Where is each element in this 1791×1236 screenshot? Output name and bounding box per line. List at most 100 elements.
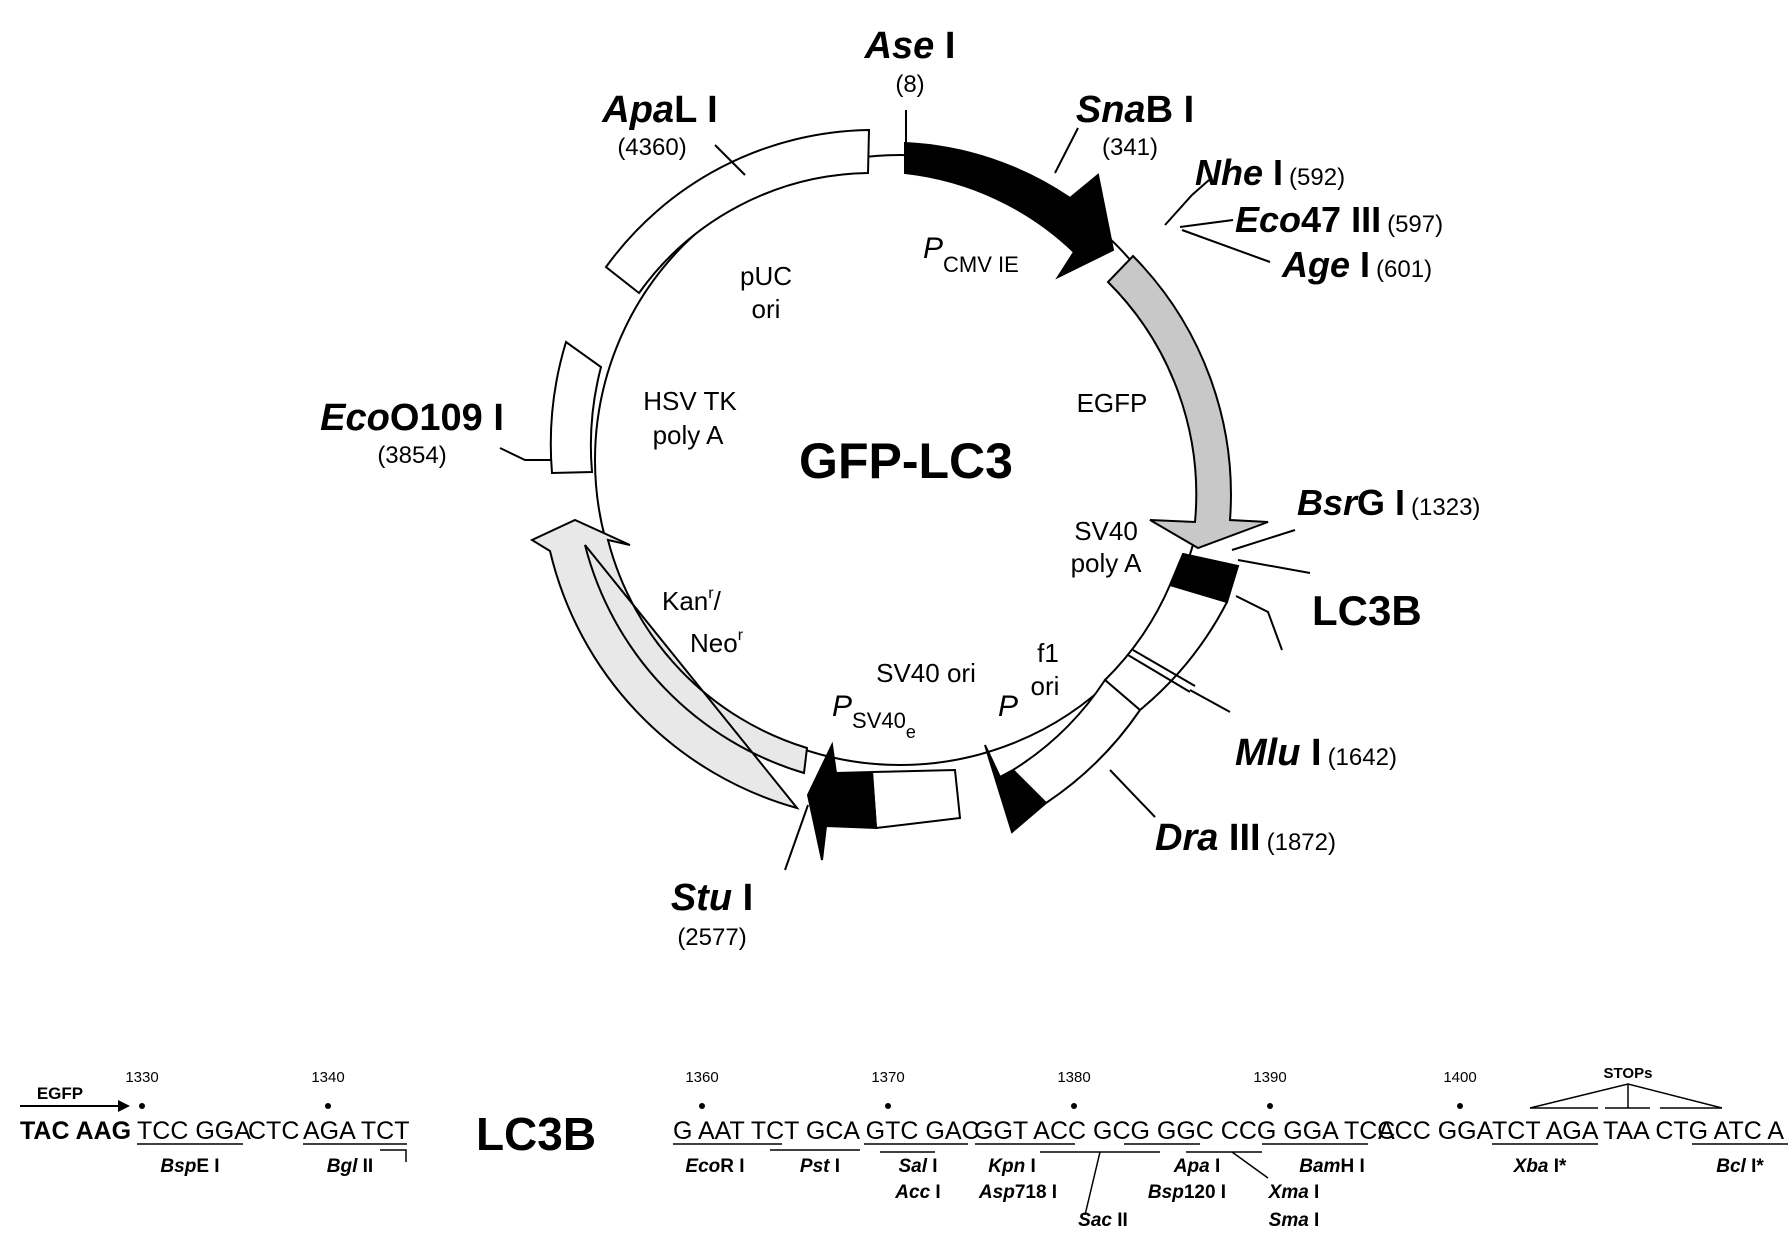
hsv-tk-polya-segment	[549, 340, 603, 475]
enz-sac: Sac II	[1078, 1210, 1128, 1231]
enz-bspe: BspE I	[160, 1156, 219, 1177]
sv40-polya-label-1: SV40	[1074, 516, 1138, 546]
sv40-polya-label-2: poly A	[1071, 548, 1142, 578]
insert-label: LC3B	[1312, 587, 1422, 634]
site-ase: Ase I	[864, 25, 956, 67]
dra-leader	[1109, 769, 1156, 818]
seq-xba: TCT AGA	[1492, 1117, 1599, 1145]
seq-tac-aag: TAC AAG	[20, 1117, 131, 1145]
seq-stops-bcl: TAA CTG ATC A	[1603, 1117, 1784, 1145]
tick-dot-1360	[699, 1103, 705, 1109]
tick-1380: 1380	[1057, 1069, 1090, 1086]
p-promoter-arrow	[984, 744, 1048, 834]
mlu-divider	[1127, 654, 1191, 693]
tick-dot-1390	[1267, 1103, 1273, 1109]
seq-ecori-sali: G AAT TCT GCA GTC GAC	[673, 1117, 980, 1145]
site-snab: SnaB I	[1076, 89, 1194, 131]
puc-ori-label-1: pUC	[740, 261, 792, 291]
enz-kpn: Kpn I	[988, 1156, 1036, 1177]
enz-xba: Xba I*	[1513, 1156, 1567, 1177]
enz-apa: Apa I	[1173, 1156, 1220, 1177]
tick-dot-1380	[1071, 1103, 1077, 1109]
f1-ori-label-2: ori	[1031, 671, 1060, 701]
tick-dot-1370	[885, 1103, 891, 1109]
puc-ori-segment	[604, 128, 871, 295]
mcs-egfp-arrowhead	[118, 1100, 130, 1112]
egfp-label: EGFP	[1077, 388, 1148, 418]
enz-xma: Xma I	[1268, 1182, 1320, 1203]
enz-sma: Sma I	[1269, 1210, 1320, 1231]
site-eco47: Eco47 III(597)	[1235, 199, 1443, 240]
site-stu: Stu I	[671, 877, 753, 919]
seq-kpn-bam: GGT ACC GCG GGC CCG GGA TCC	[974, 1117, 1395, 1145]
nhe-leader	[1164, 179, 1210, 226]
hsv-tk-label-1: HSV TK	[643, 386, 737, 416]
psv40-label: PSV40e	[832, 690, 916, 742]
eco0109-leader	[499, 447, 552, 461]
tick-dot-1330	[139, 1103, 145, 1109]
site-ase-pos: (8)	[895, 71, 924, 98]
tick-1340: 1340	[311, 1069, 344, 1086]
sv40-ori-segment	[870, 768, 962, 830]
tick-1400: 1400	[1443, 1069, 1476, 1086]
bgl-cut	[380, 1149, 407, 1162]
site-leader-lines	[499, 110, 1311, 871]
mlu-leader	[1189, 689, 1231, 713]
site-nhe: Nhe I(592)	[1195, 152, 1345, 193]
enz-bsp120: Bsp120 I	[1148, 1182, 1226, 1203]
egfp-arrow	[1106, 254, 1269, 550]
site-eco0109-pos: (3854)	[377, 442, 446, 469]
mcs-underlines	[673, 1143, 1788, 1216]
age-leader	[1181, 229, 1271, 263]
psv40-promoter-arrow	[806, 741, 878, 861]
site-apal-pos: (4360)	[617, 134, 686, 161]
enz-bamh: BamH I	[1299, 1156, 1364, 1177]
seq-acc-gga: ACC GGA	[1378, 1117, 1494, 1145]
enz-asp718: Asp718 I	[978, 1182, 1057, 1203]
enz-acc: Acc I	[894, 1182, 940, 1203]
puc-ori-label-2: ori	[752, 294, 781, 324]
stops-bracket	[1529, 1083, 1723, 1109]
f1-ori-label-1: f1	[1037, 638, 1059, 668]
site-eco0109: EcoO109 I	[320, 397, 504, 439]
mlu-divider-2	[1132, 649, 1196, 687]
lc3b-leader-1	[1237, 559, 1311, 574]
mcs-sequence-panel: EGFP 1330 1340 1360 1370 1380 1390 1400 …	[20, 1065, 1788, 1231]
site-stu-pos: (2577)	[677, 924, 746, 951]
seq-ctc: CTC	[248, 1117, 299, 1145]
enz-sal: Sal I	[898, 1156, 937, 1177]
site-age: Age I(601)	[1281, 244, 1432, 285]
seq-bgl: AGA TCT	[303, 1117, 410, 1145]
lc3b-leader-2	[1235, 595, 1283, 651]
tick-dot-1340	[325, 1103, 331, 1109]
enz-ecor: EcoR I	[685, 1156, 744, 1177]
tick-1360: 1360	[685, 1069, 718, 1086]
plasmid-title: GFP-LC3	[799, 433, 1013, 489]
tick-dot-1400	[1457, 1103, 1463, 1109]
tick-1370: 1370	[871, 1069, 904, 1086]
bsrg-leader	[1231, 529, 1296, 551]
site-mlu: Mlu I(1642)	[1235, 732, 1397, 774]
pcmv-label: PCMV IE	[923, 232, 1019, 277]
mcs-egfp-label: EGFP	[37, 1084, 83, 1103]
site-snab-pos: (341)	[1102, 134, 1158, 161]
kan-neo-resistance-arrow	[529, 518, 809, 810]
snab-leader	[1054, 127, 1079, 174]
eco47-leader	[1179, 219, 1234, 228]
site-bsrg: BsrG I(1323)	[1297, 482, 1480, 523]
enz-bgl: Bgl II	[327, 1156, 373, 1177]
hsv-tk-label-2: poly A	[653, 420, 724, 450]
stu-leader	[784, 804, 809, 871]
tick-1390: 1390	[1253, 1069, 1286, 1086]
p-label: P	[998, 690, 1018, 723]
seq-bspe: TCC GGA	[137, 1117, 251, 1145]
kan-label-1: Kanr/	[662, 585, 722, 616]
sv40-ori-label: SV40 ori	[876, 658, 976, 688]
site-dra: Dra III(1872)	[1155, 817, 1336, 859]
site-apal: ApaL I	[601, 89, 717, 131]
cmv-promoter-arrow	[904, 141, 1115, 280]
kan-label-2: Neor	[690, 627, 744, 658]
tick-1330: 1330	[125, 1069, 158, 1086]
sv40-polya-f1-segment	[1103, 583, 1229, 712]
